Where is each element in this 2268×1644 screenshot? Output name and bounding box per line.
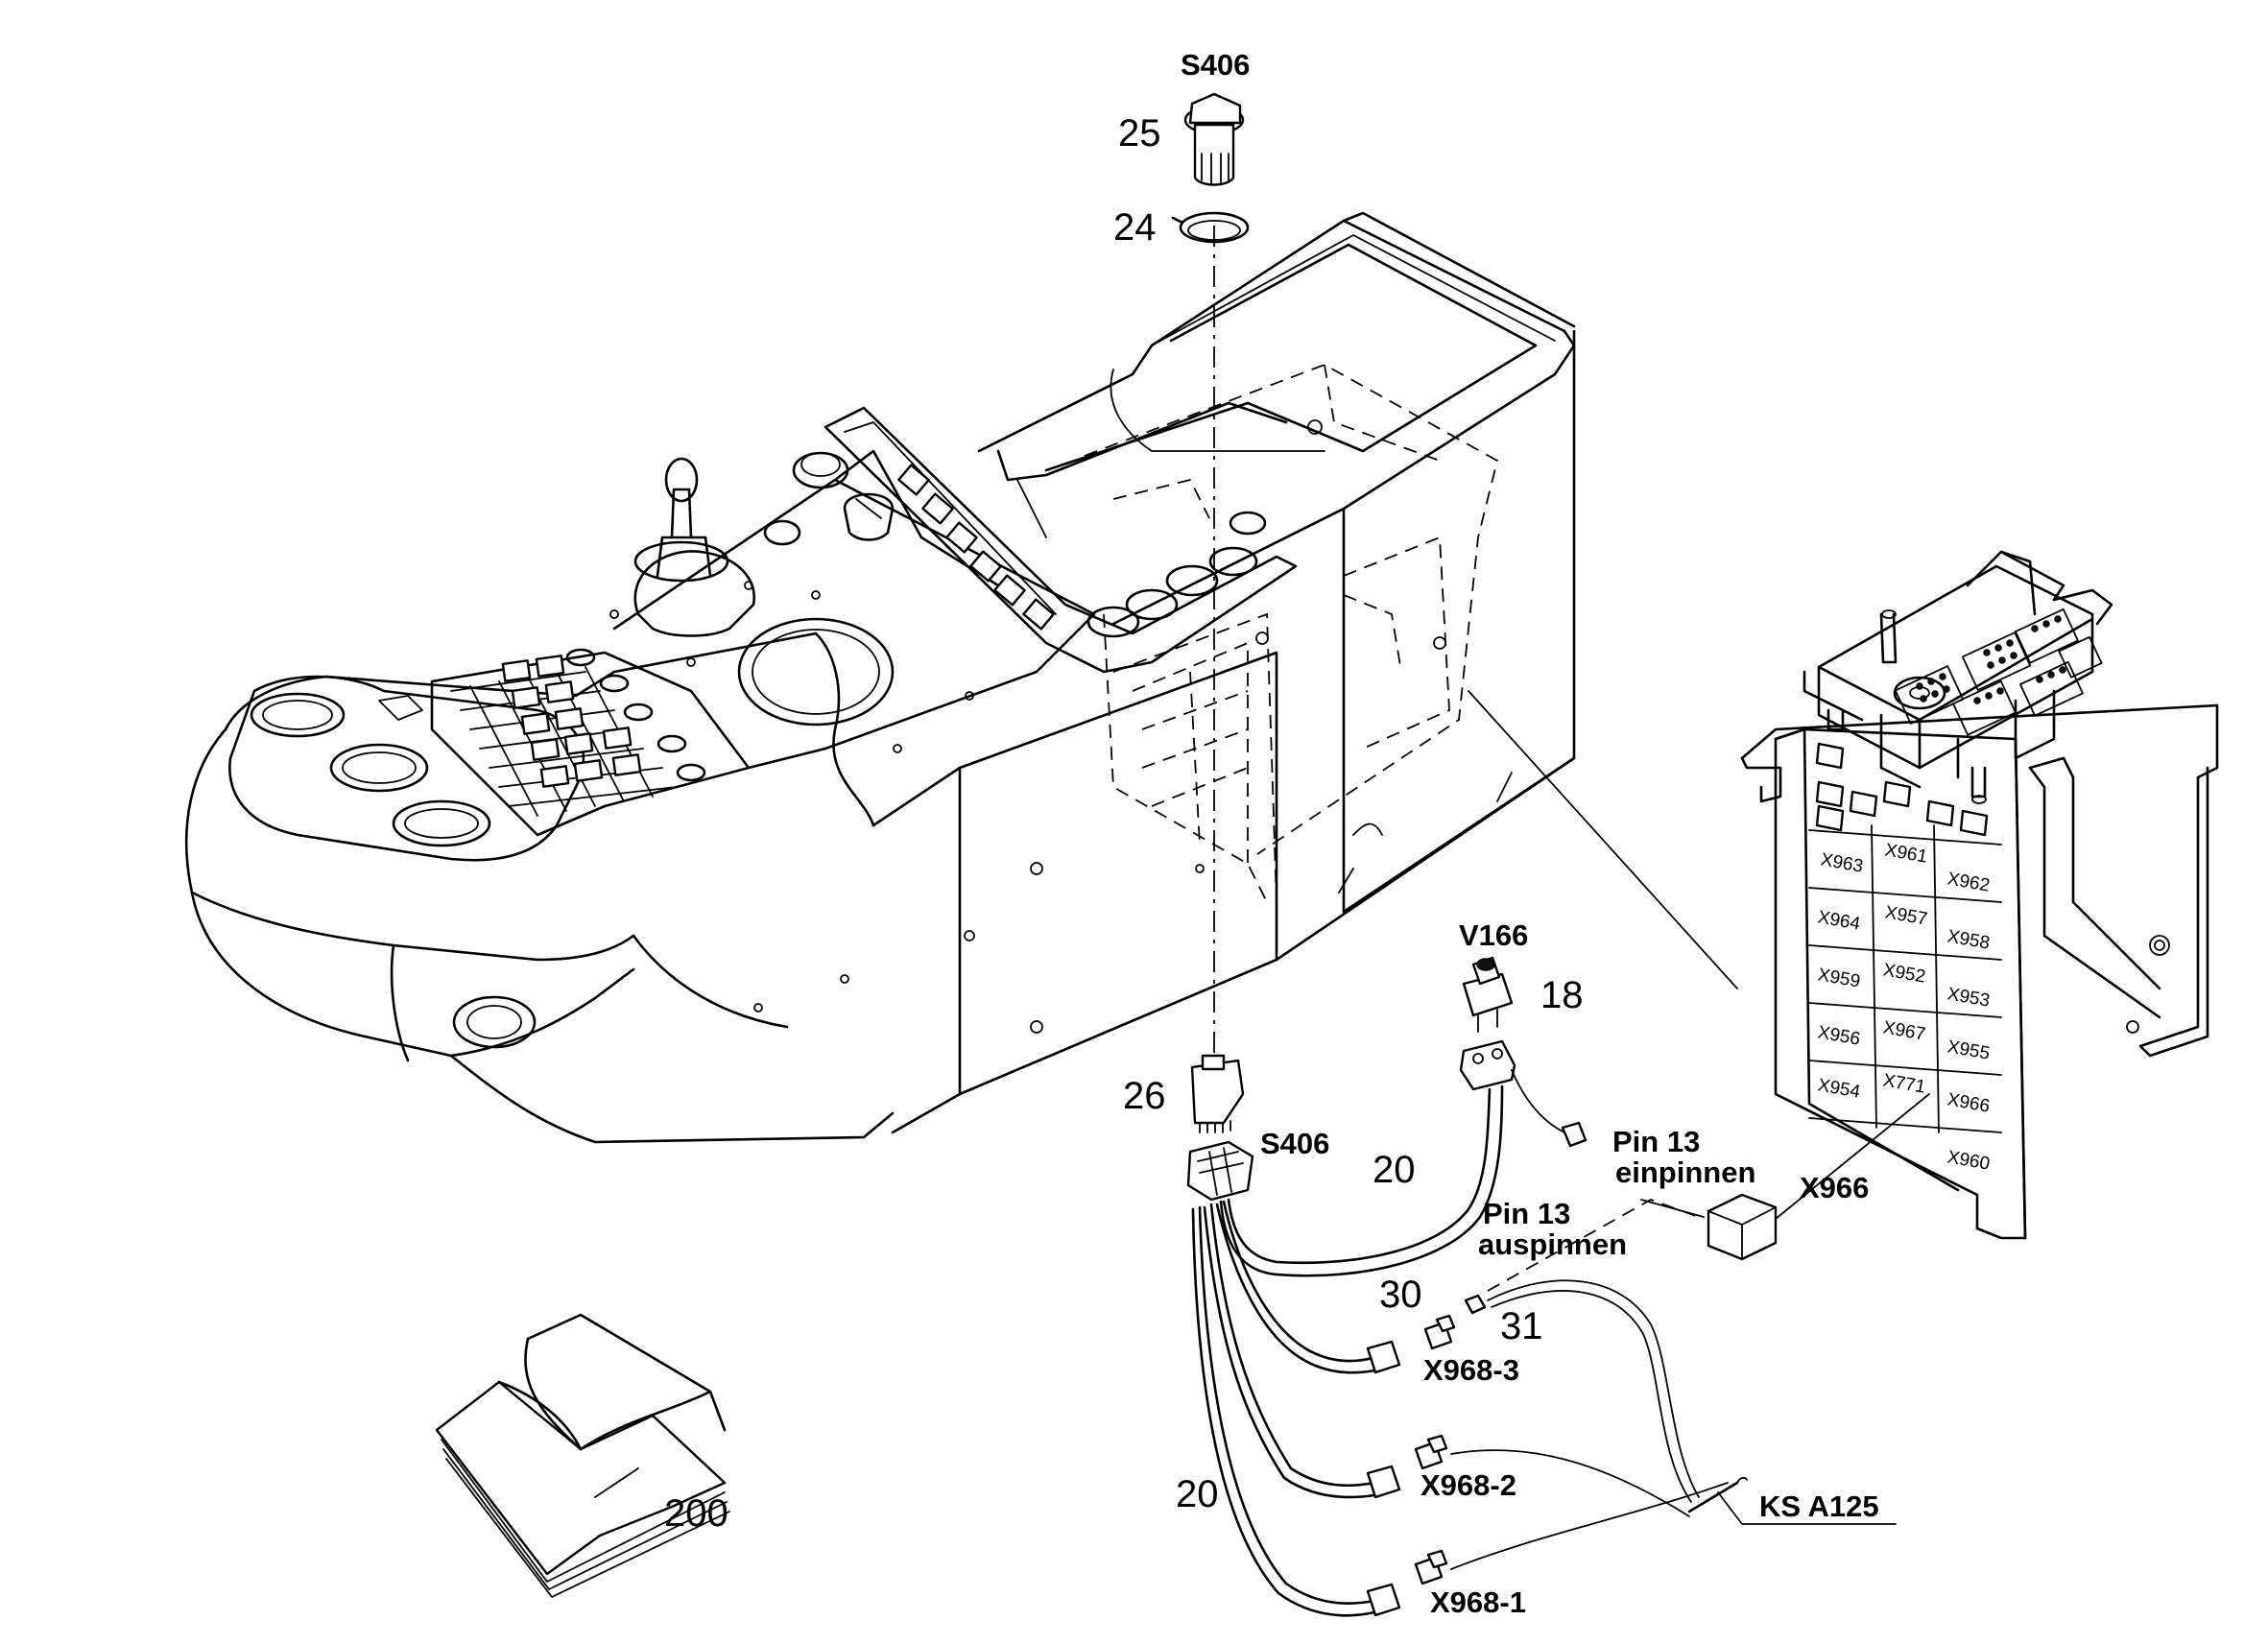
relay-slot-label: X964 (1816, 907, 1862, 934)
relay-slot-label: X961 (1883, 840, 1928, 867)
label-pin13-auspinnen-2: auspinnen (1478, 1227, 1627, 1261)
label-x966: X966 (1800, 1171, 1869, 1204)
manual-leader (594, 1467, 639, 1498)
relay-slot-label: X967 (1881, 1017, 1926, 1044)
operator-manual-part (435, 1313, 730, 1598)
label-part-31: 31 (1500, 1305, 1543, 1347)
wire-harness (1191, 1069, 1748, 1617)
label-part-26: 26 (1123, 1075, 1166, 1117)
relay-slot-label: X960 (1946, 1147, 1991, 1174)
label-s406-mid: S406 (1260, 1127, 1329, 1160)
label-x968-2: X968-2 (1420, 1468, 1516, 1502)
relay-slot-label: X953 (1946, 984, 1991, 1011)
label-pin13-einpinnen-2: einpinnen (1615, 1156, 1755, 1189)
label-part-24: 24 (1113, 206, 1157, 249)
label-v166: V166 (1459, 918, 1528, 952)
label-x968-1: X968-1 (1430, 1585, 1526, 1619)
relay-slot-label: X952 (1881, 960, 1926, 987)
ks-a125-leader (1717, 1491, 1897, 1525)
relay-slot-label: X958 (1946, 926, 1991, 953)
detail-leader-line (1468, 690, 1738, 989)
switch-knob-part (1183, 92, 1245, 186)
label-part-25: 25 (1118, 112, 1161, 155)
relay-slot-label: X954 (1816, 1075, 1862, 1102)
relay-slot-label: X963 (1819, 849, 1864, 876)
relay-slot-label: X956 (1816, 1022, 1861, 1049)
v166-diode-part (1459, 956, 1516, 1091)
x966-leader (1775, 1093, 1930, 1220)
retaining-ring-part (1171, 211, 1250, 244)
relay-slot-label: X955 (1946, 1036, 1991, 1063)
switch-body-part (1190, 1054, 1245, 1133)
relay-slot-label: X957 (1883, 902, 1928, 929)
label-pin13-einpinnen-1: Pin 13 (1612, 1125, 1700, 1158)
label-x968-3: X968-3 (1423, 1353, 1519, 1387)
label-part-20-upper: 20 (1373, 1149, 1416, 1191)
label-part-200: 200 (664, 1492, 728, 1535)
operator-console (184, 211, 1576, 1144)
label-pin13-auspinnen-1: Pin 13 (1483, 1197, 1570, 1230)
s406-connector (1186, 1140, 1254, 1202)
hidden-relay-frame (1084, 364, 1499, 903)
relay-slot-label: X962 (1946, 869, 1991, 895)
relay-slot-label: X771 (1881, 1070, 1926, 1097)
pin13-leader (1640, 1199, 1705, 1218)
label-part-20-lower: 20 (1176, 1473, 1219, 1515)
label-ks-a125: KS A125 (1759, 1489, 1879, 1523)
label-part-18: 18 (1540, 974, 1584, 1016)
x966-block (1707, 1193, 1778, 1261)
label-part-30: 30 (1379, 1274, 1422, 1316)
relay-slot-label: X966 (1946, 1089, 1991, 1116)
relay-slot-label: X959 (1816, 965, 1861, 991)
label-s406-top: S406 (1181, 48, 1250, 82)
